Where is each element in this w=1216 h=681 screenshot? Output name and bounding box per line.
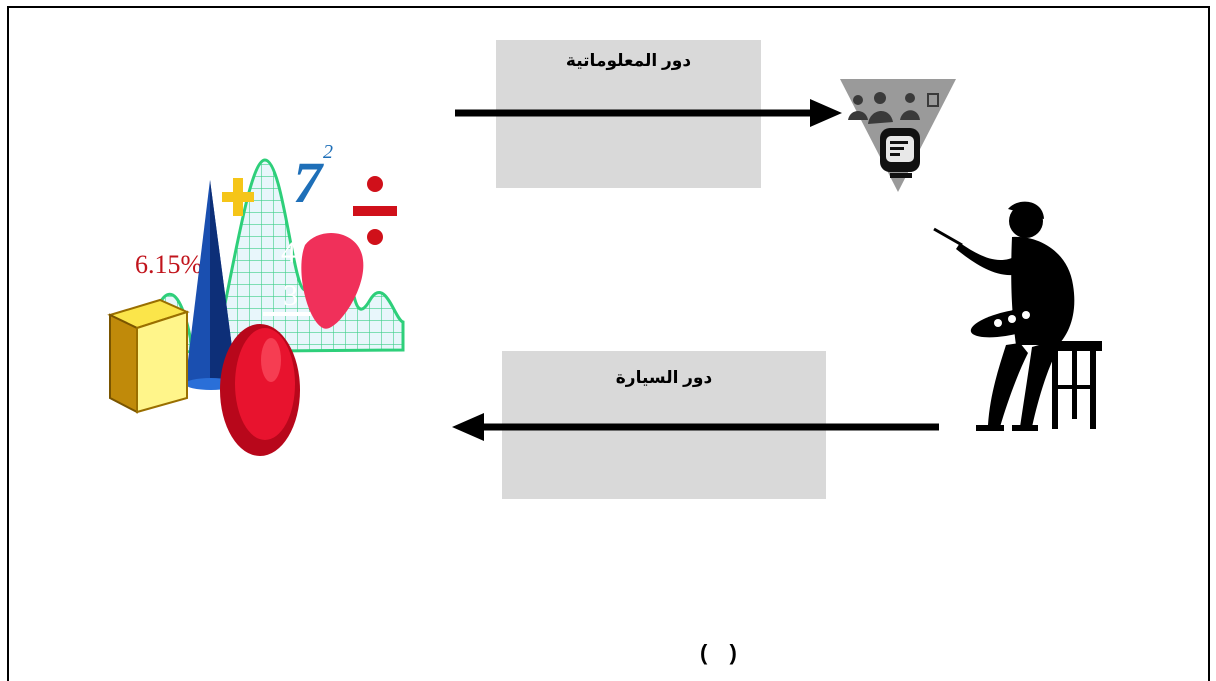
digit-three-text: 3 — [283, 279, 298, 312]
slide-frame — [7, 6, 1210, 681]
digit-four-text: 4 — [281, 236, 296, 269]
power-base-text: 7 — [293, 150, 324, 215]
computer-users-icon — [840, 79, 956, 192]
math-clipart-icon: 7 2 6.15% 4 3 — [107, 141, 405, 456]
left-arrow — [452, 413, 939, 441]
power-exp-text: 2 — [323, 141, 333, 163]
caption-parentheses: ( ) — [700, 640, 745, 665]
right-arrow — [455, 99, 842, 127]
painter-silhouette-icon — [933, 201, 1102, 431]
informatics-role-label: دور المعلوماتية — [565, 51, 692, 70]
car-role-label: دور السيارة — [615, 368, 713, 387]
percent-text: 6.15% — [135, 250, 202, 279]
